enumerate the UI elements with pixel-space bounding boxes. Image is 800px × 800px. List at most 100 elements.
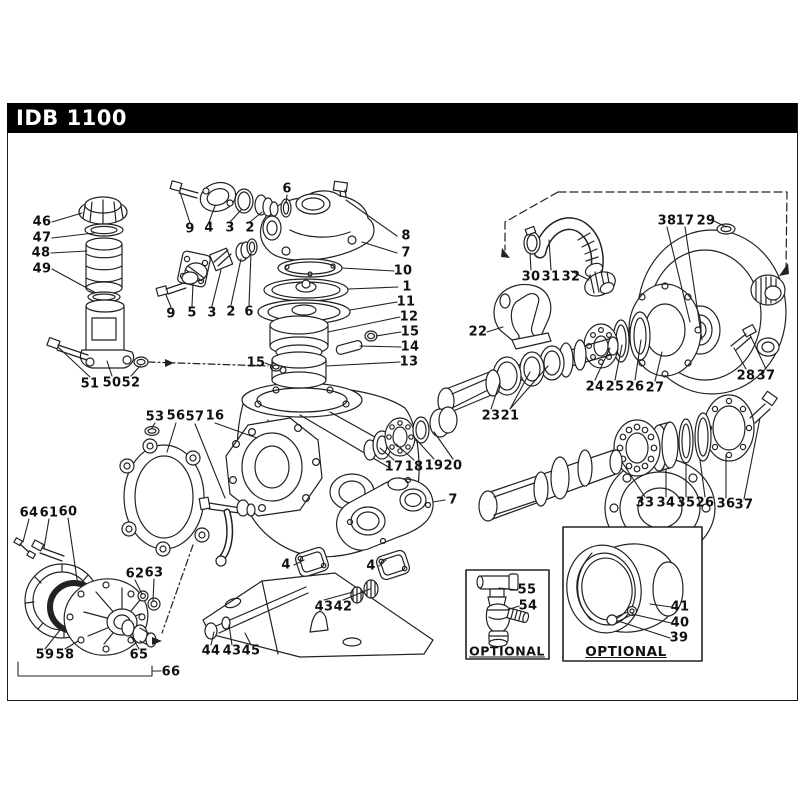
part-number-label: 64 [19,505,39,521]
clamp-and-cover [120,427,255,567]
hose-assembly [524,224,619,301]
part-number-label: 60 [58,504,78,520]
part-number-label: 6 [244,304,254,320]
part-number-label: 47 [32,230,52,246]
part-number-label: 21 [500,408,520,424]
part-number-label: 14 [400,339,420,355]
dashed-callout-region [501,192,789,276]
optional-box-right [561,527,702,661]
part-number-label: 29 [696,213,716,229]
part-number-label: 31 [541,269,561,285]
part-number-label: 4 [204,220,214,236]
optional-label-right: OPTIONAL [585,644,667,660]
part-number-label: 16 [205,408,225,424]
part-number-label: 61 [39,505,59,521]
part-number-label: 6 [282,181,292,197]
part-number-label: 35 [676,495,696,511]
part-number-label: 33 [635,495,655,511]
part-number-label: 4 [366,558,376,574]
part-number-label: 56 [166,408,186,424]
part-number-label: 66 [161,664,181,680]
part-number-label: 4 [281,557,291,573]
part-number-label: 7 [401,245,411,261]
part-number-label: 19 [424,458,444,474]
part-number-label: 1 [402,279,412,295]
part-number-label: 26 [625,379,645,395]
part-number-label: 41 [670,599,690,615]
part-number-label: 20 [443,458,463,474]
part-number-label: 11 [396,294,416,310]
valve-row-top [170,178,291,217]
part-number-label: 24 [585,379,605,395]
part-number-label: 65 [129,647,149,663]
leader-lines [18,192,766,676]
part-number-label: 5 [187,305,197,321]
main-bearing-stack [584,283,701,377]
part-number-label: 37 [756,368,776,384]
part-number-label: 55 [517,582,537,598]
part-number-label: 9 [166,306,176,322]
assembly-guides [148,359,268,645]
part-number-label: 52 [121,375,141,391]
optional-label-left: OPTIONAL [469,643,545,659]
part-number-label: 2 [245,220,255,236]
part-number-label: 39 [669,630,689,646]
valve-row-lower [156,239,257,296]
part-number-label: 42 [333,599,353,615]
part-number-label: 63 [144,565,164,581]
part-number-label: 23 [481,408,501,424]
part-number-label: 32 [561,269,581,285]
part-number-label: 43 [222,643,242,659]
part-number-label: 26 [695,495,715,511]
title-bar: IDB 1100 [7,103,797,133]
part-number-label: 22 [468,324,488,340]
mounting-bracket [203,573,433,657]
drawing-frame [7,103,798,701]
part-number-label: 30 [521,269,541,285]
part-number-label: 37 [734,497,754,513]
part-number-label: 3 [207,305,217,321]
part-number-label: 45 [241,643,261,659]
part-number-label: 54 [518,598,538,614]
part-number-label: 53 [145,409,165,425]
part-number-label: 36 [716,496,736,512]
part-number-label: 15 [400,324,420,340]
part-number-label: 44 [201,643,221,659]
part-number-label: 62 [125,566,145,582]
page-title: IDB 1100 [16,106,128,130]
part-number-label: 43 [314,599,334,615]
part-number-label: 46 [32,214,52,230]
part-number-label: 15 [246,355,266,371]
support-fork [494,284,551,349]
part-number-label: 2 [226,304,236,320]
part-number-label: 3 [225,220,235,236]
part-number-label: 51 [80,376,100,392]
filter-assembly [47,197,148,368]
part-number-label: 50 [102,375,122,391]
part-number-label: 7 [448,492,458,508]
part-number-label: 25 [605,379,625,395]
part-number-label: 48 [31,245,51,261]
lower-manifold [294,478,433,582]
part-number-label: 13 [399,354,419,370]
part-number-label: 49 [32,261,52,277]
part-number-label: 18 [404,459,424,475]
mid-bearing-stack [373,407,457,459]
part-number-label: 17 [384,459,404,475]
part-number-label: 9 [185,221,195,237]
gearbox-assembly [14,538,160,663]
part-number-label: 40 [670,615,690,631]
part-number-label: 57 [185,409,205,425]
part-number-label: 38 [657,213,677,229]
part-number-label: 27 [645,380,665,396]
part-number-label: 59 [35,647,55,663]
part-number-label: 17 [675,213,695,229]
part-number-label: 28 [736,368,756,384]
part-number-label: 34 [656,495,676,511]
part-number-label: 10 [393,263,413,279]
part-number-label: 12 [399,309,419,325]
part-number-label: 58 [55,647,75,663]
optional-box-left [466,570,549,659]
